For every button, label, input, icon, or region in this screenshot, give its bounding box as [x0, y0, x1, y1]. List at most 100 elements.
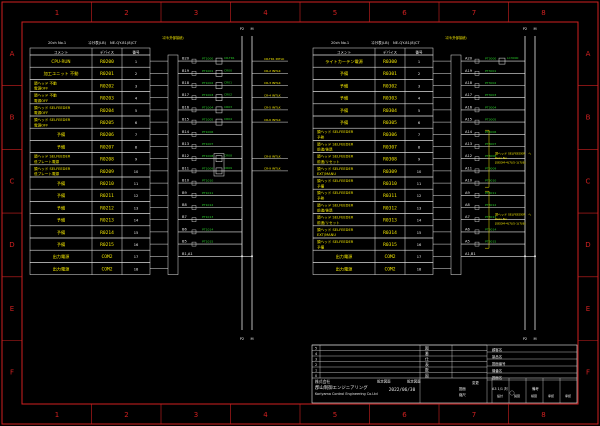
panel-1-row-device: R0214 [100, 230, 114, 236]
panel-1-row-comment: 頭ヘッド 不動 [34, 80, 57, 85]
revision-mark: 変更 [472, 380, 479, 385]
panel-1-relay-label: CR03 [224, 105, 232, 109]
panel-2-row-terminal: A16 [465, 105, 473, 109]
bus-junction [251, 255, 253, 258]
panel-1-row-comment: 電源OFF [34, 98, 48, 103]
panel-1-row-pin: 14 [134, 219, 139, 223]
panel-1-relay-label: CR09 [224, 166, 232, 170]
panel-2-row-pin: 3 [418, 84, 420, 88]
title-cell-label: 仕 [425, 357, 429, 362]
panel-2-row-comment: EXT/MANU [317, 172, 336, 176]
panel-2-row-device: R0306 [383, 132, 397, 138]
panel-1-output-note: CR-TR1 INTLK [264, 57, 285, 61]
panel-2-row-wire-no: PT3008 [485, 154, 496, 158]
column-label-top: 7 [472, 9, 476, 17]
panel-2-row-pin: 4 [418, 97, 421, 101]
panel-1-title-right: NE-QY-81(8)CT [110, 41, 137, 45]
terminal-block [191, 119, 197, 125]
panel-1-row-terminal: B6 [182, 227, 187, 231]
revision-number: 0 [315, 374, 317, 378]
panel-1-row-terminal: B14 [182, 130, 190, 134]
panel-2-row-comment: 前進/後退 [317, 208, 333, 213]
panel-1-row-wire-no: PT1004 [202, 105, 213, 109]
row-label-right: C [586, 177, 591, 185]
panel-1-row-device: R0215 [100, 242, 114, 248]
panel-1-row-pin: 15 [134, 231, 139, 235]
panel-2-title-right: NE-QY-81(8)CT [393, 41, 420, 45]
terminal-block [474, 71, 480, 76]
panel-2-row-wire-no: PT3001 [485, 69, 496, 73]
signoff-label: 検図 [531, 393, 537, 398]
panel-2-row-wire-no: PT3012 [485, 203, 496, 207]
panel-1-bus-label-bottom-right: M [250, 337, 253, 341]
panel-2-row-pin: 1 [418, 60, 420, 64]
company-name: 郡山制御エンジニアリング [315, 384, 368, 391]
panel-2-row-terminal: A9 [465, 191, 470, 195]
relay-contact [215, 70, 223, 77]
terminal-block [191, 156, 197, 161]
panel-1-row-comment: 予備 [57, 229, 65, 236]
panel-1-row-wire-no: PT1008 [202, 154, 213, 158]
panel-1-row-box [29, 237, 151, 251]
terminal-block [474, 107, 480, 113]
panel-2-row-wire-no: PT3002 [485, 81, 496, 85]
terminal-block [474, 205, 480, 210]
panel-2-row-comment: 前進/リセット [317, 159, 340, 164]
panel-1-row-pin: 4 [135, 97, 138, 101]
panel-2-row-comment: 頭ヘッド SELFEEDER [317, 202, 354, 207]
panel-2-row-terminal: A6 [465, 227, 470, 231]
panel-1-row-comment: 電源OFF [34, 86, 48, 91]
panel-1-row-pin: 1 [135, 60, 137, 64]
panel-1-bus-label-left: P2 [240, 27, 244, 31]
panel-2-row-pin: 9 [418, 158, 421, 162]
panel-2-row-comment: 前進/リセット [317, 220, 340, 225]
signoff-label: 製図 [514, 393, 520, 398]
column-label-bottom: 5 [333, 411, 337, 419]
panel-1-col-device: デバイス [100, 49, 115, 54]
panel-1-row-box [29, 213, 151, 227]
panel-2-row-comment: 予備 [340, 95, 348, 102]
panel-2-row-box [312, 91, 434, 105]
panel-1-row-device: COM2 [101, 266, 112, 272]
panel-2-row-box [312, 66, 434, 80]
panel-1-row-box [29, 225, 151, 239]
panel-2-row-comment: 予備 [317, 244, 325, 249]
panel-2-row-terminal: A18 [465, 81, 473, 85]
panel-1-row-terminal: B17 [182, 93, 189, 97]
panel-1-row-wire-no: PT1015 [202, 240, 213, 244]
panel-2-row-terminal: A15 [465, 118, 472, 122]
panel-1-row-comment: 予備 [57, 204, 65, 211]
panel-1-row-box [29, 176, 151, 190]
panel-2-row-terminal: A7 [465, 215, 470, 219]
panel-2-col-comment: コメント [337, 50, 352, 54]
column-label-top: 2 [124, 9, 128, 17]
panel-1-header-top: ｺﾈｸﾀ(外部接続) [162, 35, 184, 40]
title-field-customer: 顧客名 [492, 347, 502, 352]
panel-1-row-comment: 頭ヘッド 不動 [34, 93, 57, 98]
bus-junction [534, 255, 536, 258]
panel-2-row-comment: 頭ヘッド SELFEEDER [317, 154, 354, 159]
revision-number: 3 [315, 357, 317, 361]
panel-2-row-comment: EXT/MANU [317, 233, 336, 237]
panel-2-row-device: R0310 [383, 181, 397, 187]
projection-symbol [509, 390, 515, 396]
panel-2-row-device: R0311 [383, 193, 397, 199]
row-label-right: E [586, 305, 590, 313]
row-label-left: C [10, 177, 15, 185]
panel-1-row-device: R0213 [100, 218, 114, 224]
panel-1-row-pin: 13 [134, 206, 139, 210]
panel-2-row-wire-no: PT3009 [485, 166, 496, 170]
relay-contact [215, 155, 223, 162]
panel-2-row-comment: 出力電源 [336, 253, 354, 260]
relay-contact [215, 57, 223, 65]
panel-1-row-wire-no: PT1010 [202, 179, 213, 183]
panel-1-row-pin: 12 [134, 194, 139, 198]
panel-1-row-comment: 頭ヘッド SELFEEDER [34, 166, 71, 171]
panel-2-row-device: R0307 [383, 144, 397, 150]
panel-1-row-comment: 予備 [57, 241, 65, 248]
panel-1-output-note: CR-5 INTLK [264, 106, 282, 110]
panel-2-row-wire-no: PT3003 [485, 93, 496, 97]
panel-1-row-device: R0206 [100, 132, 114, 138]
panel-2-row-device: R0312 [383, 205, 397, 211]
panel-1-row-pin: 10 [134, 170, 139, 174]
